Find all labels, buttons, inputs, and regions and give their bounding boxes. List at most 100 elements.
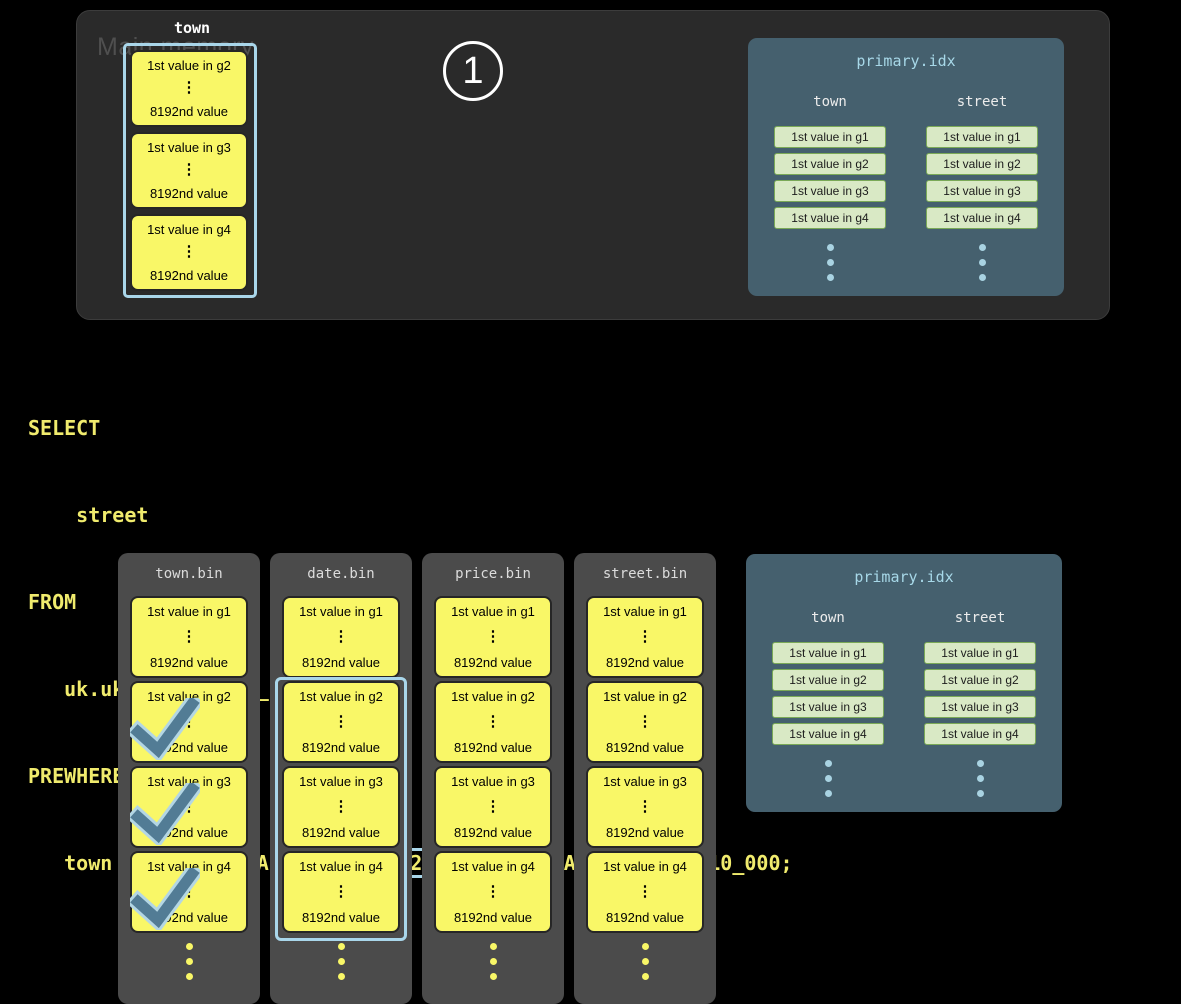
granule-block: 1st value in g4 ⋮ 8192nd value xyxy=(282,851,400,933)
bin-file-name: street.bin xyxy=(602,566,688,582)
granule-first-value: 1st value in g4 xyxy=(147,859,231,874)
granule-block: 1st value in g4 ⋮ 8192nd value xyxy=(586,851,704,933)
bin-panel-price: price.bin 1st value in g1 ⋮ 8192nd value… xyxy=(422,553,564,1004)
continuation-dots xyxy=(270,943,412,980)
idx-entry: 1st value in g1 xyxy=(924,642,1036,664)
granule-last-value: 8192nd value xyxy=(605,910,685,925)
granule-ellipsis: ⋮ xyxy=(181,627,197,645)
granule-ellipsis: ⋮ xyxy=(181,882,197,900)
sql-line-from: FROM xyxy=(28,590,77,614)
granule-ellipsis: ⋮ xyxy=(485,712,501,730)
granule-ellipsis: ⋮ xyxy=(485,882,501,900)
granule-first-value: 1st value in g1 xyxy=(451,604,535,619)
idx-entry: 1st value in g2 xyxy=(772,669,884,691)
granule-last-value: 8192nd value xyxy=(149,910,229,925)
granule-last-value: 8192nd value xyxy=(605,655,685,670)
idx-column-label: street xyxy=(954,610,1006,626)
granule-last-value: 8192nd value xyxy=(605,825,685,840)
bin-panel-street: street.bin 1st value in g1 ⋮ 8192nd valu… xyxy=(574,553,716,1004)
granule-first-value: 1st value in g1 xyxy=(299,604,383,619)
continuation-dots xyxy=(574,943,716,980)
granule-last-value: 8192nd value xyxy=(453,825,533,840)
continuation-dots xyxy=(422,943,564,980)
idx-entry: 1st value in g1 xyxy=(774,126,886,148)
granule-block: 1st value in g3 ⋮ 8192nd value xyxy=(130,132,248,209)
granule-ellipsis: ⋮ xyxy=(485,627,501,645)
granule-last-value: 8192nd value xyxy=(605,740,685,755)
idx-entry: 1st value in g3 xyxy=(924,696,1036,718)
granule-block: 1st value in g1 ⋮ 8192nd value xyxy=(586,596,704,678)
continuation-dots xyxy=(824,760,832,797)
granule-first-value: 1st value in g2 xyxy=(603,689,687,704)
granule-last-value: 8192nd value xyxy=(149,104,229,119)
granule-block: 1st value in g4 ⋮ 8192nd value xyxy=(434,851,552,933)
granule-first-value: 1st value in g3 xyxy=(147,774,231,789)
granule-first-value: 1st value in g4 xyxy=(147,222,231,237)
granule-ellipsis: ⋮ xyxy=(181,161,197,179)
granule-first-value: 1st value in g4 xyxy=(451,859,535,874)
idx-entry: 1st value in g2 xyxy=(924,669,1036,691)
granule-block: 1st value in g1 ⋮ 8192nd value xyxy=(434,596,552,678)
bin-granules: 1st value in g1 ⋮ 8192nd value 1st value… xyxy=(422,596,564,933)
idx-column-label: street xyxy=(956,94,1008,110)
granule-ellipsis: ⋮ xyxy=(181,79,197,97)
granule-block: 1st value in g2 ⋮ 8192nd value xyxy=(434,681,552,763)
bin-granules: 1st value in g1 ⋮ 8192nd value 1st value… xyxy=(270,596,412,933)
granule-block: 1st value in g2 ⋮ 8192nd value xyxy=(586,681,704,763)
granule-first-value: 1st value in g4 xyxy=(299,859,383,874)
bin-granules: 1st value in g1 ⋮ 8192nd value 1st value… xyxy=(574,596,716,933)
granule-block: 1st value in g3 ⋮ 8192nd value xyxy=(586,766,704,848)
idx-entry: 1st value in g1 xyxy=(926,126,1038,148)
granule-last-value: 8192nd value xyxy=(149,740,229,755)
continuation-dots xyxy=(978,244,986,281)
bin-file-name: town.bin xyxy=(155,566,223,582)
granule-first-value: 1st value in g3 xyxy=(299,774,383,789)
continuation-dots xyxy=(118,943,260,980)
granule-block: 1st value in g2 ⋮ 8192nd value xyxy=(130,50,248,127)
granule-block: 1st value in g3 ⋮ 8192nd value xyxy=(282,766,400,848)
bin-panel-town: town.bin 1st value in g1 ⋮ 8192nd value … xyxy=(118,553,260,1004)
continuation-dots xyxy=(976,760,984,797)
selected-granules-frame: 1st value in g2 ⋮ 8192nd value 1st value… xyxy=(123,43,257,298)
granule-first-value: 1st value in g3 xyxy=(603,774,687,789)
granule-first-value: 1st value in g2 xyxy=(147,689,231,704)
primary-idx-panel-bottom: primary.idx town 1st value in g1 1st val… xyxy=(746,554,1062,812)
granule-first-value: 1st value in g2 xyxy=(147,58,231,73)
primary-idx-columns: town 1st value in g1 1st value in g2 1st… xyxy=(774,94,1038,281)
granule-block: 1st value in g1 ⋮ 8192nd value xyxy=(130,596,248,678)
granule-block: 1st value in g4 ⋮ 8192nd value xyxy=(130,214,248,291)
idx-entry: 1st value in g3 xyxy=(774,180,886,202)
granule-ellipsis: ⋮ xyxy=(333,712,349,730)
step-1-badge: 1 xyxy=(443,41,503,101)
granule-last-value: 8192nd value xyxy=(149,825,229,840)
granule-ellipsis: ⋮ xyxy=(333,882,349,900)
granule-last-value: 8192nd value xyxy=(453,655,533,670)
primary-idx-title: primary.idx xyxy=(854,568,954,586)
granule-last-value: 8192nd value xyxy=(453,910,533,925)
idx-entry: 1st value in g4 xyxy=(774,207,886,229)
granule-last-value: 8192nd value xyxy=(453,740,533,755)
idx-column-street: street 1st value in g1 1st value in g2 1… xyxy=(924,610,1036,797)
granule-block: 1st value in g1 ⋮ 8192nd value xyxy=(282,596,400,678)
granule-last-value: 8192nd value xyxy=(301,825,381,840)
granule-first-value: 1st value in g2 xyxy=(299,689,383,704)
granule-block: 1st value in g2 ⋮ 8192nd value xyxy=(130,681,248,763)
idx-column-label: town xyxy=(813,94,847,110)
granule-ellipsis: ⋮ xyxy=(637,882,653,900)
primary-idx-panel-top: primary.idx town 1st value in g1 1st val… xyxy=(748,38,1064,296)
idx-column-street: street 1st value in g1 1st value in g2 1… xyxy=(926,94,1038,281)
granule-last-value: 8192nd value xyxy=(301,655,381,670)
granule-block: 1st value in g3 ⋮ 8192nd value xyxy=(434,766,552,848)
granule-first-value: 1st value in g1 xyxy=(603,604,687,619)
bin-file-name: price.bin xyxy=(455,566,531,582)
granule-ellipsis: ⋮ xyxy=(637,627,653,645)
granule-ellipsis: ⋮ xyxy=(181,797,197,815)
granule-ellipsis: ⋮ xyxy=(333,627,349,645)
sql-line-select: SELECT xyxy=(28,416,101,440)
sql-line-prewhere: PREWHERE xyxy=(28,764,125,788)
idx-entry: 1st value in g4 xyxy=(926,207,1038,229)
idx-entry: 1st value in g2 xyxy=(774,153,886,175)
granule-last-value: 8192nd value xyxy=(149,655,229,670)
granule-last-value: 8192nd value xyxy=(149,268,229,283)
granule-ellipsis: ⋮ xyxy=(485,797,501,815)
